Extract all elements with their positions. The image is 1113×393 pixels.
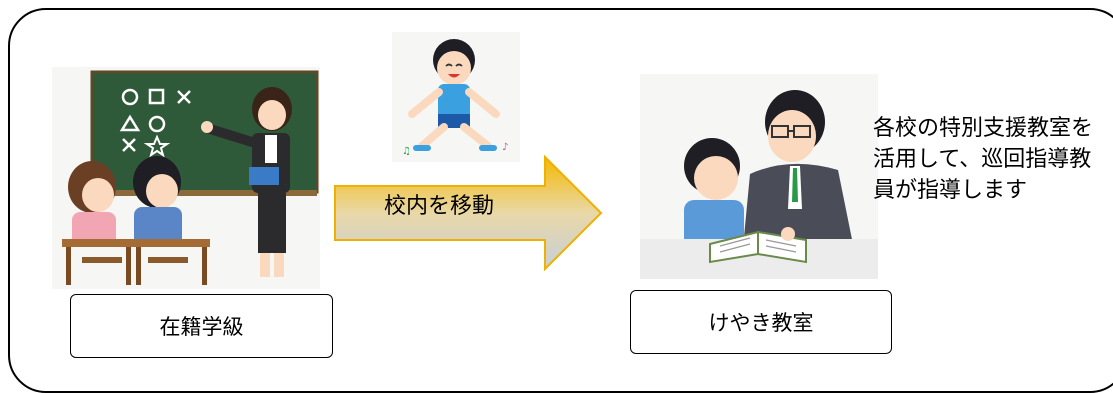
classroom-illustration	[52, 67, 320, 289]
left-class-label: 在籍学級	[159, 315, 244, 339]
jumping-child-illustration: ♫ ♪	[392, 32, 520, 162]
svg-text:♫: ♫	[402, 146, 411, 157]
svg-text:♪: ♪	[502, 142, 508, 153]
description-text: 各校の特別支援教室を活用して、巡回指導教員が指導します	[873, 116, 1094, 203]
left-class-label-box: 在籍学級	[70, 294, 333, 358]
tutoring-illustration	[640, 74, 878, 279]
move-arrow	[334, 155, 603, 271]
move-label: 校内を移動	[384, 194, 495, 219]
right-class-label: けやき教室	[708, 311, 814, 335]
right-class-label-box: けやき教室	[630, 290, 892, 354]
